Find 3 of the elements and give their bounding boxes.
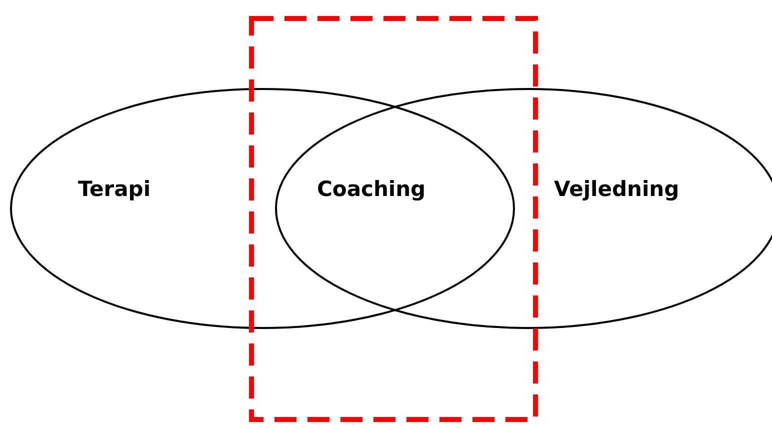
node-label: Coaching xyxy=(317,177,426,201)
node-label: Vejledning xyxy=(554,177,680,201)
node-label: Terapi xyxy=(78,177,151,201)
